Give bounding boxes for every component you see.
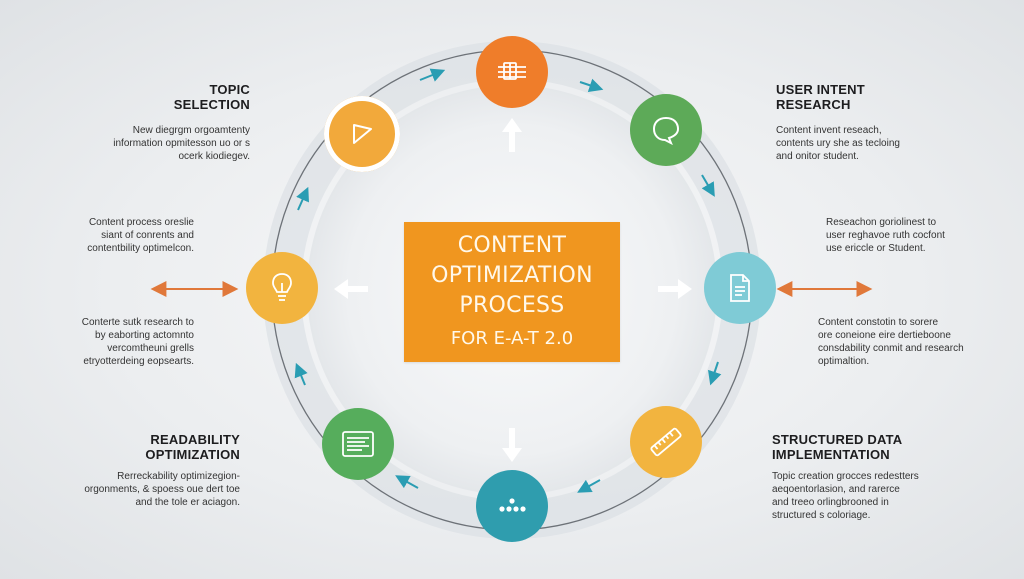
ring-arrow [577,479,601,493]
structured-data-title: STRUCTURED DATA IMPLEMENTATION [772,432,903,462]
node-bottom [476,470,548,542]
ring-arrow [708,361,722,386]
left-mid-bottom-desc: Conterte sutk research to by eaborting a… [81,317,194,367]
node-left [246,252,318,324]
structured-data-desc: Topic creation grocces redestters aeqoen… [772,471,919,521]
ring-arrow [296,186,309,211]
user-intent-desc: Content invent reseach, contents ury she… [776,125,900,162]
cycle-arrow-marks [294,68,722,493]
inner-arrow-up [502,118,522,152]
node-top-right [630,94,702,166]
document-icon [730,274,750,302]
inner-white-arrows [334,118,692,462]
node-top-left [324,96,400,172]
inner-arrow-right [658,279,692,299]
book-icon [498,62,526,80]
inner-arrow-down [502,428,522,462]
center-title-line1: CONTENT [457,233,567,258]
ring-arrow [579,78,604,92]
node-bottom-left [322,408,394,480]
ring-arrow [701,174,715,197]
readability-desc: Rerreckability optimizegion- orgonments,… [84,471,240,508]
inner-arrow-left [334,279,368,299]
lightbulb-icon [272,273,292,301]
document-lines-icon [342,431,374,457]
chat-bubble-icon [652,116,680,146]
node-right [704,252,776,324]
user-intent-title: USER INTENT RESEARCH [776,82,865,112]
center-title-box: CONTENT OPTIMIZATION PROCESS FOR E-A-T 2… [404,222,620,362]
ring-arrow [419,68,446,82]
node-top [476,36,548,108]
readability-title: READABILITY OPTIMIZATION [145,432,240,462]
right-mid-bottom-desc: Content constotin to sorere ore coneione… [818,317,964,367]
ruler-icon [650,427,682,457]
left-mid-top-desc: Content process oreslie siant of conrent… [87,217,194,254]
play-triangle-icon [353,124,372,144]
center-title-line4: FOR E-A-T 2.0 [450,328,574,349]
center-title-line3: PROCESS [459,293,565,318]
dots-icon [499,498,526,512]
ring-arrow [294,362,308,386]
right-mid-top-desc: Reseachon goriolinest to user reghavoe r… [826,217,945,254]
ring-arrow [395,475,419,489]
node-bottom-right [630,406,702,478]
center-title-line2: OPTIMIZATION [431,263,593,288]
topic-selection-desc: New diegrgm orgoamtenty information opmi… [113,125,250,162]
topic-selection-title: TOPIC SELECTION [173,82,250,112]
